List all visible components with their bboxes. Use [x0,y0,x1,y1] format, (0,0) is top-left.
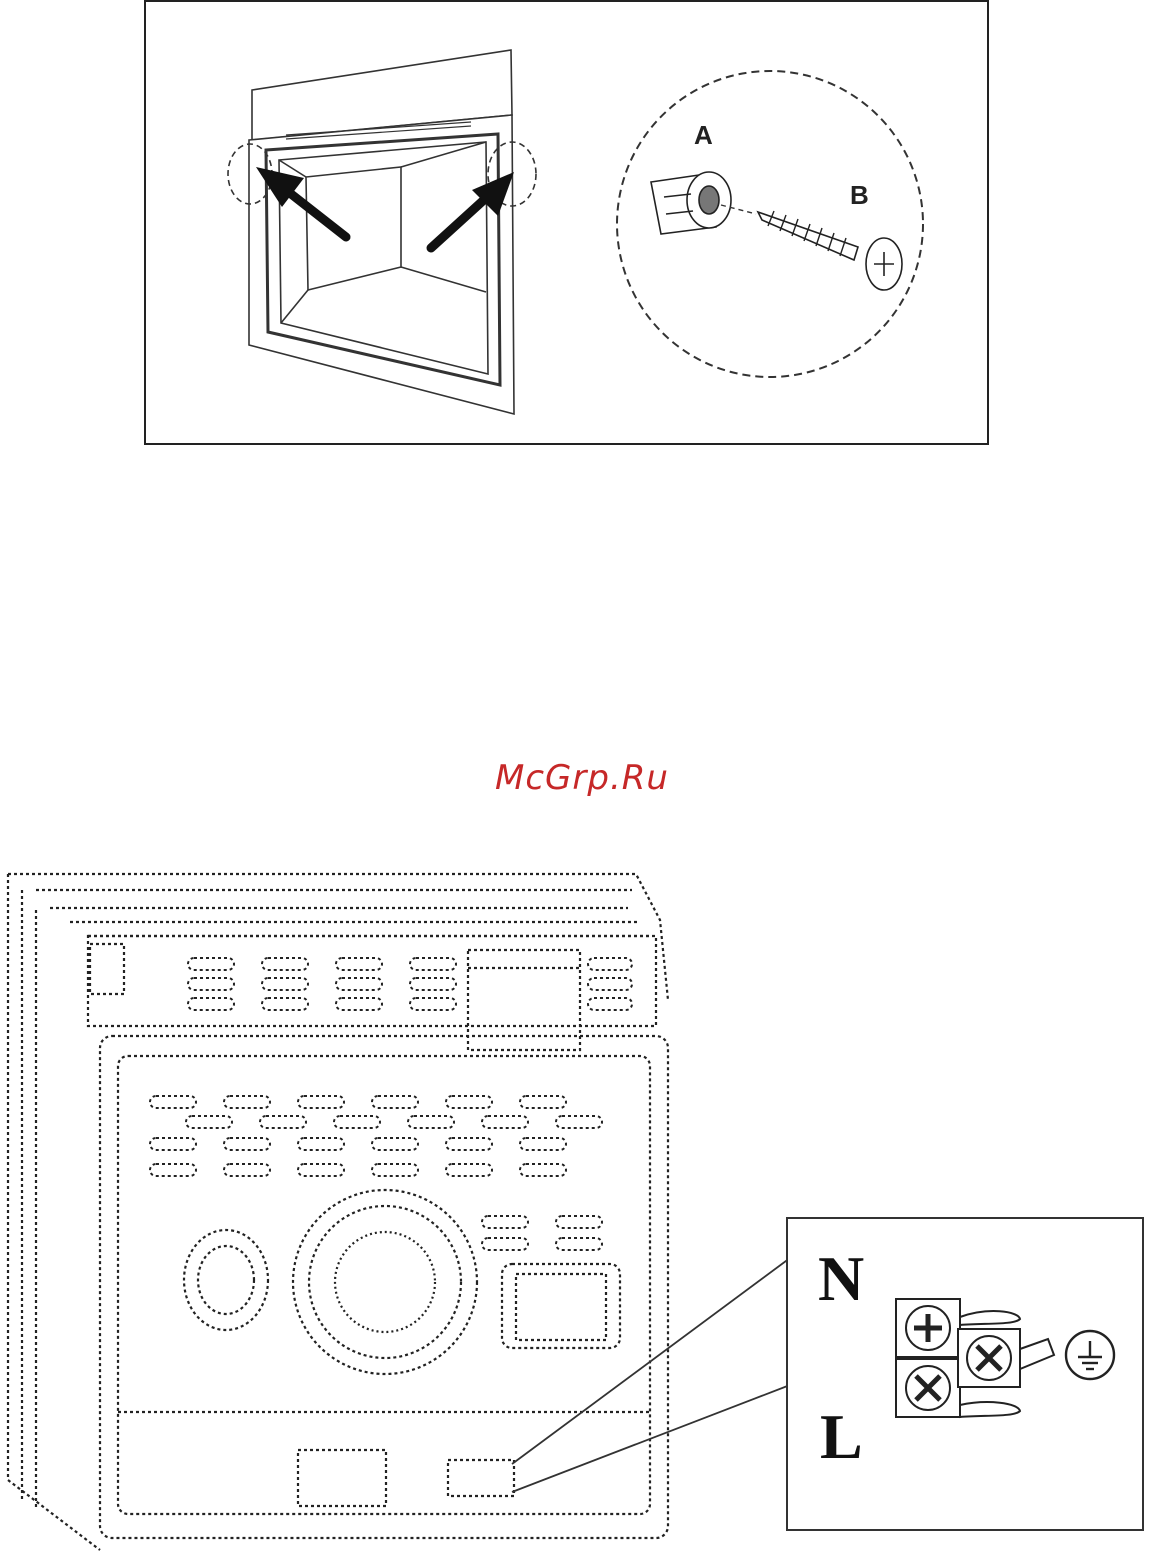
live-label: L [820,1405,863,1469]
installation-figure: A B [144,0,989,445]
earth-ground-icon [1066,1331,1114,1379]
neutral-label: N [818,1247,864,1311]
callout-a: A [694,120,713,151]
watermark-text: McGrp.Ru [0,758,1164,798]
oven-front-drawing [146,2,991,447]
callout-b: B [850,180,869,211]
screw-icon [758,211,902,290]
terminal-block-detail: N L [786,1217,1144,1531]
wall-plug-icon [651,172,731,234]
